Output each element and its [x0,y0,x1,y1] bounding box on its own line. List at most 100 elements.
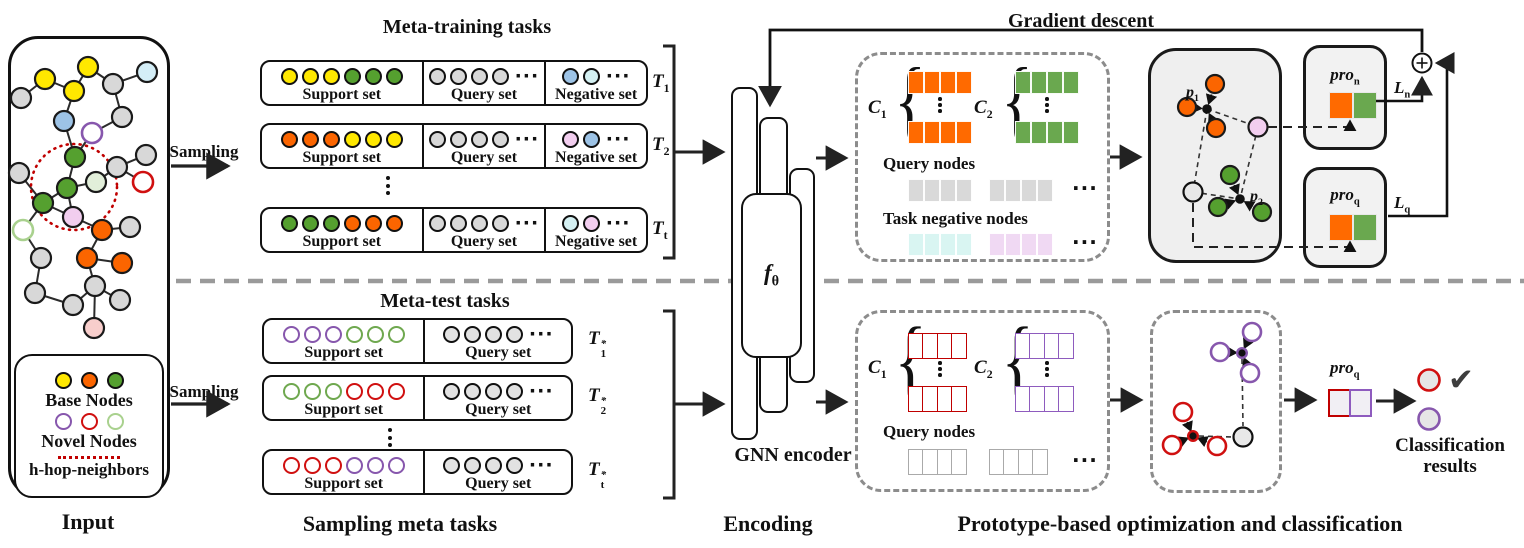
task-label-T3: Tt [652,218,668,243]
support-node [345,456,363,474]
task-cell-negative: ···Negative set [544,209,646,251]
embedding-cell [940,179,956,202]
T: T [652,218,664,239]
embedding-cell [1047,71,1063,94]
support-set-label: Support set [304,475,384,492]
sampling-arrow-label-bottom: Sampling [169,382,239,401]
horizontal-ellipsis: ··· [528,380,554,402]
support-set-label: Support set [302,149,382,166]
query-set-label: Query set [465,344,532,361]
query-node [491,130,509,148]
class-matrix-label: C2 [974,357,993,382]
query-set-label: Query set [450,149,518,166]
query-node [470,130,488,148]
embedding-cell [908,233,924,256]
circle-row: ··· [561,214,631,233]
support-node [282,325,300,343]
embedding-row-query [989,179,1053,202]
star: * [600,338,607,350]
embedding-cell [956,121,972,144]
train-embedding-box: C1{C2{Query nodes···Task negative nodes·… [855,52,1110,262]
horizontal-ellipsis: ··· [605,128,631,150]
circle-row: ··· [561,128,631,150]
negative-set-label: Negative set [555,86,638,103]
vertical-ellipsis-icon [1045,97,1049,113]
encoder-core: fθ [741,193,802,358]
support-node [366,456,384,474]
loss-n-label: Ln [1394,78,1411,101]
task-cell-negative: ···Negative set [544,125,646,167]
embedding-cell [989,179,1005,202]
support-node [303,382,321,400]
prototype-square [1328,389,1351,417]
vertical-ellipsis-icon [1045,361,1049,377]
vertical-ellipsis-icon [938,361,942,377]
support-node [301,214,319,232]
query-node [505,456,523,474]
embedding-cell [908,71,924,94]
prototype-square [1329,92,1353,119]
f-theta-label: fθ [763,260,780,290]
class-matrix-label: C2 [974,97,993,122]
circle-row: ··· [442,380,554,402]
horizontal-ellipsis: ··· [1072,230,1098,254]
embedding-cell [908,179,924,202]
proto-section-label: Prototype-based optimization and classif… [957,511,1403,536]
support-node [385,214,403,232]
embedding-row-query [908,179,972,202]
base-nodes-swatches [54,371,124,389]
embedding-cell [1005,233,1021,256]
embedding-cell [940,233,956,256]
pro-q-box: proq [1303,167,1387,268]
query-node [428,130,446,148]
task-cell-query: ···Query set [421,62,545,104]
embedding-cell [940,71,956,94]
support-node [324,325,342,343]
meta-training-task-row: Support set ··· Query set ···Negative set [260,123,648,169]
prototype-square [1353,92,1377,119]
legend-box: Base Nodes Novel Nodes h-hop-neighbors [14,354,164,498]
support-node [366,325,384,343]
embedding-row-c2 [1015,71,1079,94]
star: * [600,395,607,407]
embedding-cell [924,71,940,94]
star: * [600,469,607,481]
query-node [505,325,523,343]
input-section-label: Input [61,509,115,534]
legend-base-node [80,371,98,389]
query-nodes-label: Query nodes [883,154,976,173]
task-cell-support: Support set [262,125,422,167]
support-node [322,67,340,85]
negative-node [582,214,600,232]
embedding-row-negative [908,233,972,256]
embedding-cell [1058,386,1075,412]
circle-row [282,456,405,474]
T: T [652,134,664,155]
support-node [280,214,298,232]
support-node [282,382,300,400]
T-sub: 2 [600,405,607,417]
embedding-row-c1 [908,121,972,144]
train-prototype-space [1148,48,1282,263]
embedding-cell [1037,233,1053,256]
support-set-label: Support set [302,86,382,103]
support-node [301,130,319,148]
support-node [324,382,342,400]
query-node [484,325,502,343]
pro-n-box: pron [1303,45,1387,150]
circle-row: ··· [442,456,554,475]
T-sub: t [663,228,668,242]
pro-q2-label: proq [1330,358,1360,381]
embedding-cell [924,233,940,256]
query-set-label: Query set [450,233,518,250]
support-node [343,67,361,85]
embedding-cell [924,179,940,202]
support-node [324,456,342,474]
negative-node [561,130,579,148]
negative-node [582,130,600,148]
negative-node [561,214,579,232]
query-set-label: Query set [450,86,518,103]
T-sub: 1 [663,81,670,95]
gradient-descent-title: Gradient descent [1007,10,1155,32]
embedding-cell [1063,121,1079,144]
